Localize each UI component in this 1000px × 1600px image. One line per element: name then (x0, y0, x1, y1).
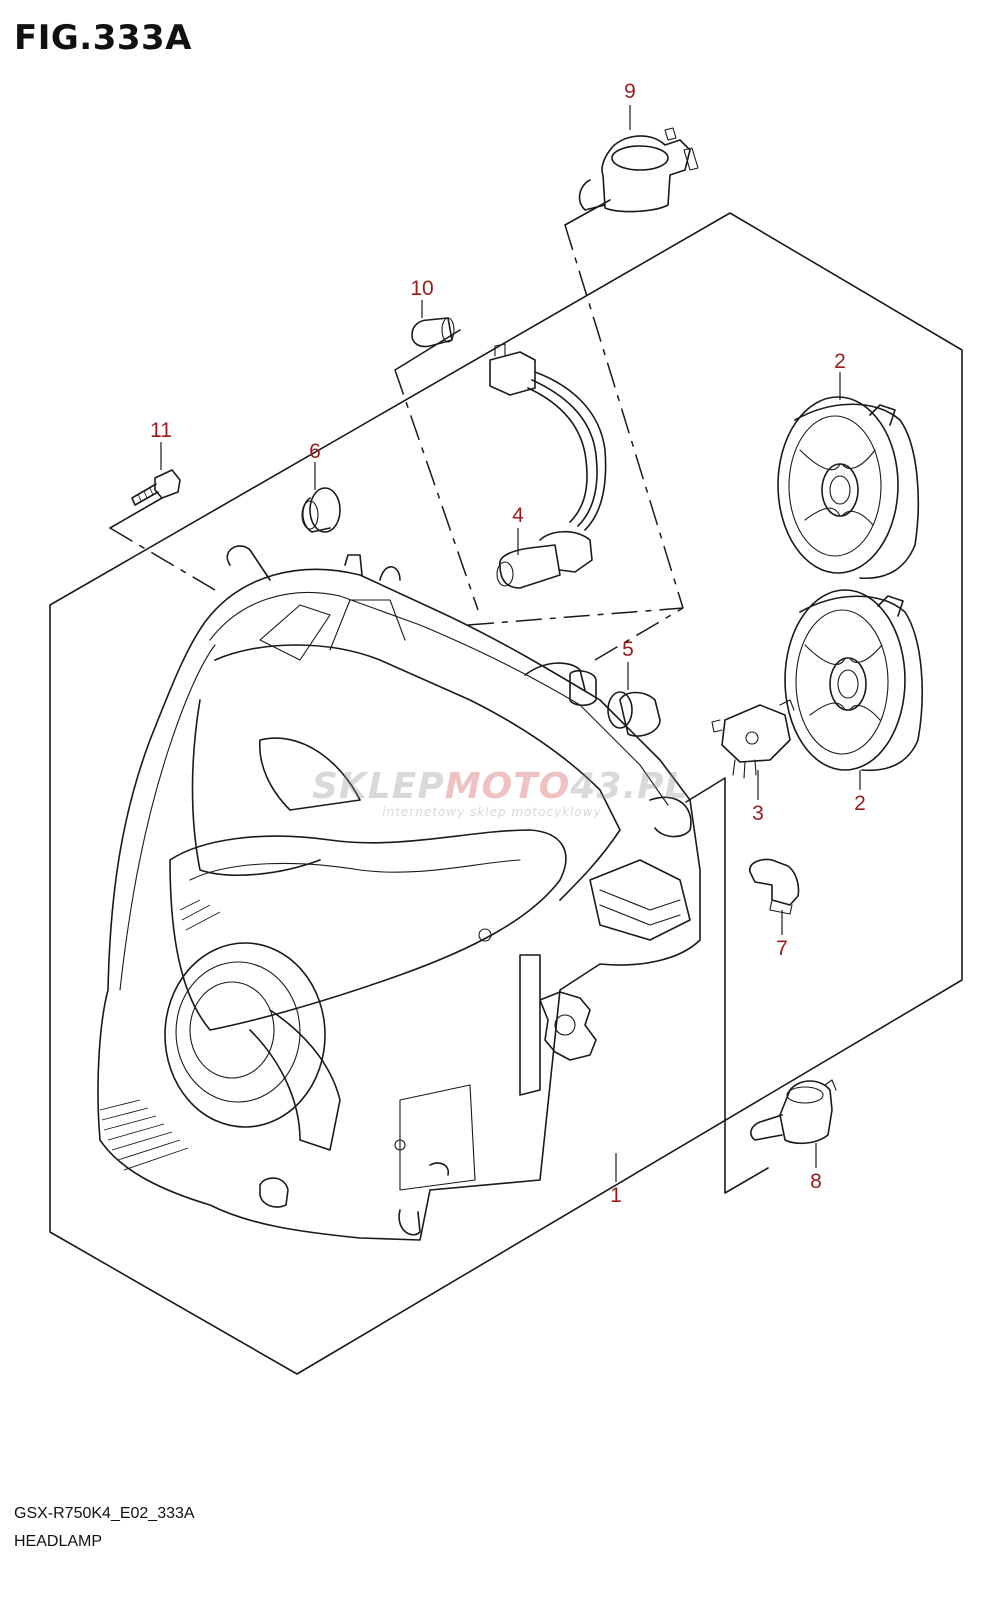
section-name: HEADLAMP (14, 1533, 103, 1550)
callout-2-bottom: 2 (854, 792, 866, 815)
callout-1: 1 (610, 1184, 622, 1207)
callout-3: 3 (752, 802, 764, 825)
callout-7: 7 (776, 937, 788, 960)
callout-6: 6 (309, 440, 321, 463)
socket-cover-bottom (784, 589, 923, 772)
callout-11: 11 (150, 419, 172, 442)
screw-11 (131, 469, 181, 506)
grommet-6 (301, 487, 341, 533)
bulb-9 (578, 127, 699, 213)
callout-5: 5 (622, 638, 634, 661)
socket-3 (711, 699, 795, 779)
bulb-10 (411, 317, 455, 348)
callout-8: 8 (810, 1170, 822, 1193)
leader-lines (160, 105, 861, 1182)
headlamp-housing (97, 545, 701, 1241)
callout-2-top: 2 (834, 350, 846, 373)
socket-cover-top (777, 396, 920, 580)
assembly-boundary (49, 199, 963, 1375)
bulb-8 (750, 1079, 837, 1145)
model-code: GSX-R750K4_E02_333A (14, 1505, 195, 1522)
grommet-5 (607, 691, 661, 737)
callout-9: 9 (624, 80, 636, 103)
harness-socket-4 (489, 343, 607, 589)
callout-10: 10 (410, 277, 434, 300)
elbow-7 (749, 858, 800, 915)
callout-4: 4 (512, 504, 524, 527)
figure-title: FIG.333A (14, 18, 192, 58)
